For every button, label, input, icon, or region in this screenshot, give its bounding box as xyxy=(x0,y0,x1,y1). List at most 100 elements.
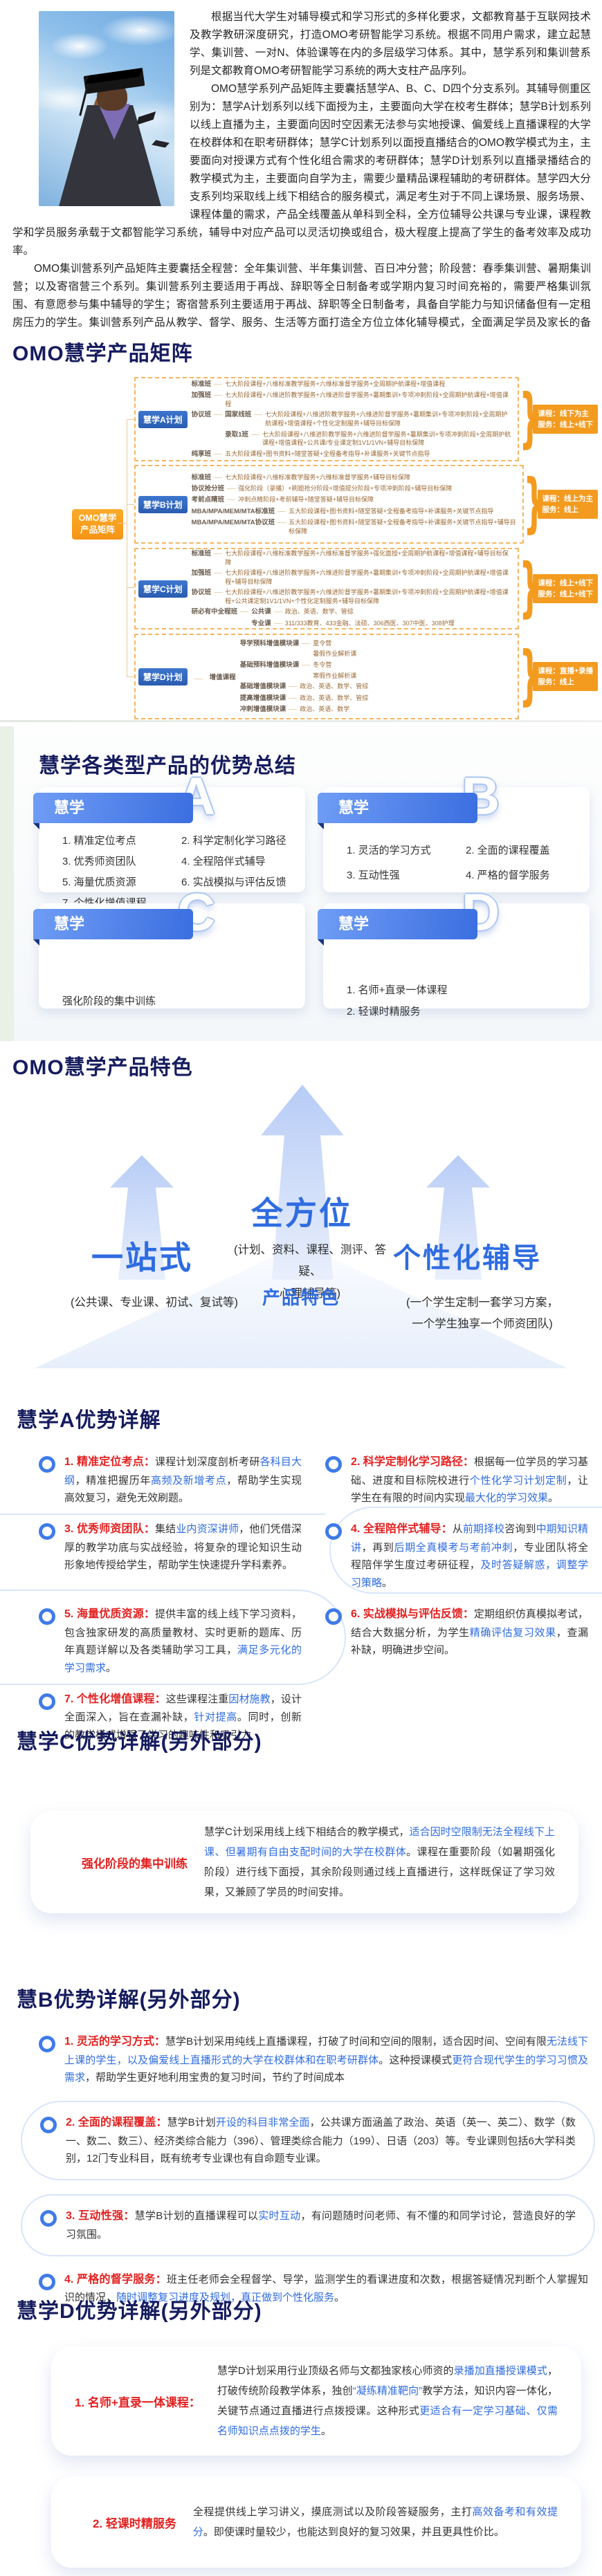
advantage-item-body: 慧学B计划开设的科目非常全面，公共课方面涵盖了政治、英语（英一、英二）、数学（数… xyxy=(66,2117,576,2165)
matrix-row: 协议班七大阶段课程+八维进阶教学服务+六维进阶督学服务+暑期集训+专项冲刺阶段+… xyxy=(192,588,514,605)
class-desc: 七大阶段课程+八维进阶教学服务+六维进阶督学服务+暑期集训+专项冲刺阶段+全周期… xyxy=(225,589,509,605)
a-advantage-section: 1. 精准定位考点：课程计划深度剖析考研各科目大纲，精准把握历年高频及新增考点，… xyxy=(0,1453,602,1745)
leader-line xyxy=(273,623,282,624)
advantage-item-title: 1. 精准定位考点： xyxy=(64,1456,155,1468)
class-desc: 夏令营 xyxy=(313,639,332,647)
matrix-row: 纯享班五大阶段课程+图书资料+随堂答疑+全程备考指导+补课服务+关键节点指导 xyxy=(192,450,514,459)
advantage-item: 4. 全程陪伴式辅导 xyxy=(181,856,266,867)
summary-cards: A 慧学 1. 精准定位考点 2. 科学定制化学习路径 3. 优秀师资团队 4.… xyxy=(33,771,590,1018)
advantage-item-title: 4. 全程陪伴式辅导： xyxy=(351,1523,453,1536)
ring-bullet-icon xyxy=(39,2273,55,2290)
matrix-subrow: 夏令营 xyxy=(313,639,513,648)
leader-line xyxy=(289,686,298,688)
summary-card-d: D 慧学 1. 名师+直录一体课程 2. 轻课时精服务 xyxy=(318,887,590,1018)
intro-paragraph: OMO集训营系列产品矩阵主要囊括全程营：全年集训营、半年集训营、百日冲分营；阶段… xyxy=(12,263,591,329)
plan-a-tag: 课程：线下为主 服务：线上+线下 xyxy=(533,404,598,434)
class-desc: 五大阶段课程+图书资料+随堂答疑+全程备考指导+补课服务+关键节点指导 xyxy=(289,507,494,515)
leader-line xyxy=(214,383,223,385)
matrix-row: 加强班七大阶段课程+八维进阶教学服务+六维进阶督学服务+暑期集训+专项冲刺阶段+… xyxy=(192,391,514,408)
tag-service: 服务：线上 xyxy=(538,678,574,686)
class-desc: 寒假作业解析课 xyxy=(313,672,357,679)
class-label: 基础预科增值模块课 xyxy=(239,661,300,670)
matrix-plan-a: 慧学A计划 标准班七大阶段课程+八维标准教学服务+六维标准督学服务+全周期护航课… xyxy=(134,377,598,461)
plan-d-tag: 课程：直播+录播 服务：线上 xyxy=(533,661,598,692)
class-desc: 七大阶段课程+八维进阶教学服务+六维进阶督学服务+暑期集训+专项冲刺阶段+全周期… xyxy=(265,411,508,427)
advantage-item-title: 6. 实战模拟与评估反馈： xyxy=(351,1608,474,1621)
ring-bullet-icon xyxy=(39,1608,55,1626)
product-matrix-diagram: OMO慧学 产品矩阵 慧学A计划 标准班七大阶段课程+八维标准教学服务+六维标准… xyxy=(0,374,602,719)
class-desc: 冲刺点睛阶段+考前辅导+随堂答疑+辅导目标保障 xyxy=(238,496,374,504)
c-advantage-card: 强化阶段的集中训练 慧学C计划采用线上线下相结合的教学模式，适合因时空限制无法全… xyxy=(30,1811,578,1913)
advantage-item-body: 从前期择校咨询到中期知识精讲，再到后期全真模考与考前冲刺，专业团队将全程陪伴学生… xyxy=(351,1523,588,1590)
advantage-item-body: 慧学B计划的直播课程可以实时互动，有问题随时问老师、有不懂的和同学讨论，营造良好… xyxy=(66,2210,576,2241)
a-advantage-title: 慧学A优势详解 xyxy=(17,1409,161,1432)
capsule-decoration xyxy=(0,1590,346,1685)
advantage-item-body: 根据每一位学员的学习基础、进度和目标院校进行个性化学习计划定制，让学生在有限的时… xyxy=(351,1456,588,1505)
d-advantage-card-1: 1. 名师+直录一体课程： 慧学D计划采用行业顶级名师与文都独家核心师资的录播加… xyxy=(51,2346,581,2456)
matrix-row: 标准班七大阶段课程+八维标准教学服务+六维标准督学服务+全周期护航课程+增值课程 xyxy=(192,380,514,389)
class-label: 纯享班 xyxy=(191,450,212,458)
leader-line xyxy=(214,592,223,594)
leader-line xyxy=(214,553,223,554)
intro-section: 根据当代大学生对辅导模式和学习形式的多样化要求，文都教育基于互联网技术及教学教研… xyxy=(12,8,591,333)
d-advantage-label-2: 2. 轻课时精服务 xyxy=(93,2517,176,2530)
advantage-item-body: 集结业内资深讲师，他们凭借深厚的教学功底与实战经验，将复杂的理论知识生动形象地传… xyxy=(64,1523,302,1572)
class-label: 公共课 xyxy=(251,608,271,616)
ring-bullet-icon xyxy=(39,1523,55,1540)
connector-line xyxy=(127,587,134,588)
plan-c-box: 慧学C计划 标准班七大阶段课程+八维标准教学服务+六维标准督学服务+强化面授+全… xyxy=(134,548,520,629)
feature-title-one-stop: 一站式 xyxy=(91,1240,193,1276)
class-desc: 七大阶段课程+八维进阶教学服务+六维进阶督学服务+暑期集训+专项冲刺阶段+全周期… xyxy=(262,430,511,447)
matrix-root-line2: 产品矩阵 xyxy=(80,524,115,535)
card-b-ribbon: 慧学 xyxy=(318,793,477,829)
plan-b-tag: 课程：线上为主 服务：线上 xyxy=(537,489,598,519)
class-label: 协议抢分班 xyxy=(191,485,225,493)
advantage-item-title: 1. 灵活的学习方式： xyxy=(64,2036,166,2048)
b-advantage-section: 1. 灵活的学习方式：慧学B计划采用纯线上直播课程，打破了时间和空间的限制，适合… xyxy=(21,2032,595,2321)
plan-d-node: 慧学D计划 xyxy=(138,668,188,686)
matrix-row: 导学预科增值模块课 夏令营 暑假作业解析课 xyxy=(240,639,514,659)
class-label: 录取1班 xyxy=(225,430,248,439)
d-advantage-card-2: 2. 轻课时精服务 全程提供线上学习讲义，摸底测试以及阶段答疑服务，主打高效备考… xyxy=(51,2476,581,2568)
c-advantage-title: 慧学C优势详解(另外部分) xyxy=(17,1731,262,1754)
matrix-row: 冲刺增值模块课政治、英语、数学 xyxy=(240,705,514,714)
class-label: 标准班 xyxy=(191,549,212,558)
c-advantage-label: 强化阶段的集中训练 xyxy=(82,1857,188,1870)
flying-cap-icon xyxy=(136,111,156,125)
advantage-item-body: 这些课程注重因材施教，设计全面深入，旨在查漏补缺，针对提高。同时，创新的教学模式… xyxy=(64,1693,302,1742)
leader-line xyxy=(277,510,286,512)
advantage-item-4: 4. 严格的督学服务：班主任老师会全程督学、导学，监测学生的看课进度和次数，根据… xyxy=(39,2270,588,2307)
leader-line xyxy=(254,414,263,416)
class-desc: 七大阶段课程+八维标准教学服务+六维标准督学服务+辅导目标保障 xyxy=(225,473,410,481)
matrix-row: 协议班 国家线班七大阶段课程+八维进阶教学服务+六维进阶督学服务+暑期集训+专项… xyxy=(192,410,514,447)
advantage-item-3: 3. 互动性强：慧学B计划的直播课程可以实时互动，有问题随时问老师、有不懂的和同… xyxy=(21,2194,595,2256)
leader-line xyxy=(302,643,311,644)
plan-a-node: 慧学A计划 xyxy=(138,410,188,428)
ring-bullet-icon xyxy=(325,1456,342,1473)
leader-line xyxy=(227,488,236,490)
brace-decoration: } xyxy=(519,381,541,456)
connector-line xyxy=(118,523,127,524)
summary-section-title: 慧学各类型产品的优势总结 xyxy=(39,755,296,778)
class-label: 专业课 xyxy=(251,619,271,627)
ring-bullet-icon xyxy=(39,1693,55,1710)
intro-paragraph: 根据当代大学生对辅导模式和学习形式的多样化要求，文都教育基于互联网技术及教学教研… xyxy=(190,11,591,77)
advantage-item-6: 6. 实战模拟与评估反馈：定期组织仿真模拟考试，结合大数据分析，为学生精确评估复… xyxy=(325,1605,588,1677)
matrix-row: MBA/MPA/MEM/MTA协议班五大阶段课程+图书资料+随堂答疑+全程备考指… xyxy=(192,518,518,535)
feature-title-personalized: 个性化辅导 xyxy=(393,1243,542,1273)
matrix-plan-d: 慧学D计划 增值课程 导学预科增值模块课 夏令营 暑假作业解析课 基础预科增值模… xyxy=(134,634,598,719)
matrix-subrow: 暑假作业解析课 xyxy=(313,650,513,659)
tag-course: 课程：线上+线下 xyxy=(538,578,593,587)
advantage-item: 2. 轻课时精服务 xyxy=(347,1006,421,1018)
class-desc: 七大阶段课程+八维进阶教学服务+六维进阶督学服务+暑期集训+专项冲刺阶段+全周期… xyxy=(225,392,509,407)
d-advantage-label-1: 1. 名师+直录一体课程： xyxy=(75,2395,201,2409)
advantage-item-title: 5. 海量优质资源： xyxy=(64,1608,156,1621)
advantage-item: 1. 名师+直录一体课程 xyxy=(347,984,448,996)
tag-service: 服务：线上 xyxy=(542,506,579,514)
matrix-plan-c: 慧学C计划 标准班七大阶段课程+八维标准教学服务+六维标准督学服务+强化面授+全… xyxy=(134,548,598,629)
class-label: MBA/MPA/MEM/MTA标准班 xyxy=(191,507,275,515)
class-label: 研必有中全程班 xyxy=(191,608,238,616)
d-advantage-body-2: 全程提供线上学习讲义，摸底测试以及阶段答疑服务，主打高效备考和有效提分。即使课时… xyxy=(192,2505,558,2538)
